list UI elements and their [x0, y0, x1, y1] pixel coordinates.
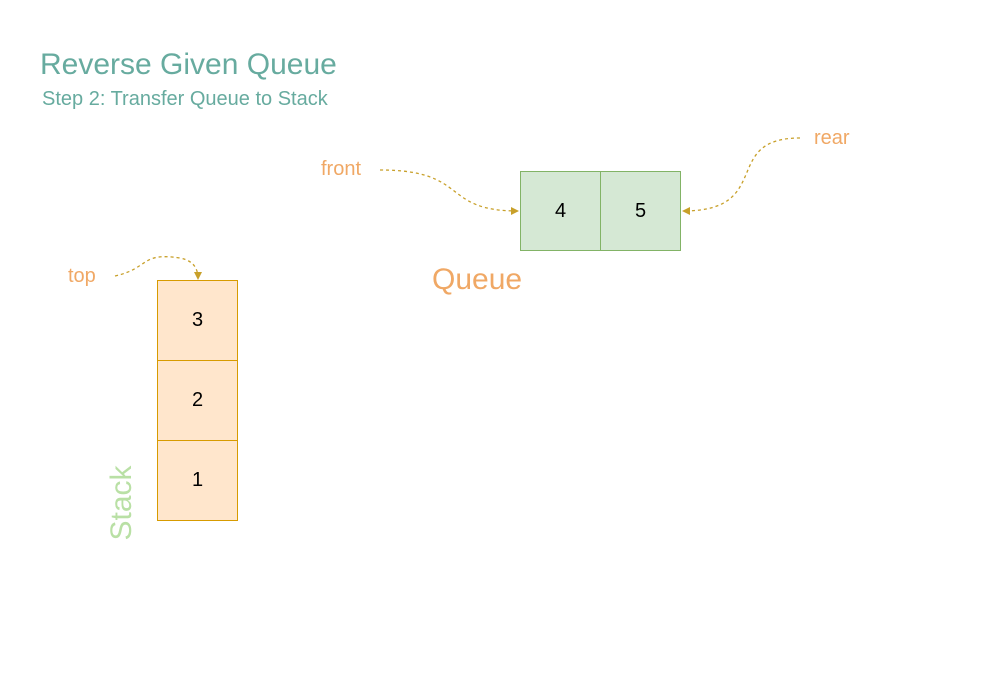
diagram-subtitle: Step 2: Transfer Queue to Stack: [42, 88, 328, 110]
rear-label: rear: [814, 127, 850, 149]
queue-cell: 4: [520, 171, 601, 251]
top-arrow: [114, 256, 202, 280]
stack-cell: 2: [157, 360, 238, 441]
front-arrow: [379, 169, 519, 215]
rear-arrow: [682, 137, 801, 215]
top-label: top: [68, 265, 96, 287]
stack-cell: 1: [157, 440, 238, 521]
diagram-title: Reverse Given Queue: [40, 48, 337, 81]
stack-label: Stack: [105, 465, 138, 541]
queue-label: Queue: [432, 263, 523, 296]
queue-cell: 5: [600, 171, 681, 251]
front-label: front: [321, 158, 362, 180]
stack-cell: 3: [157, 280, 238, 361]
